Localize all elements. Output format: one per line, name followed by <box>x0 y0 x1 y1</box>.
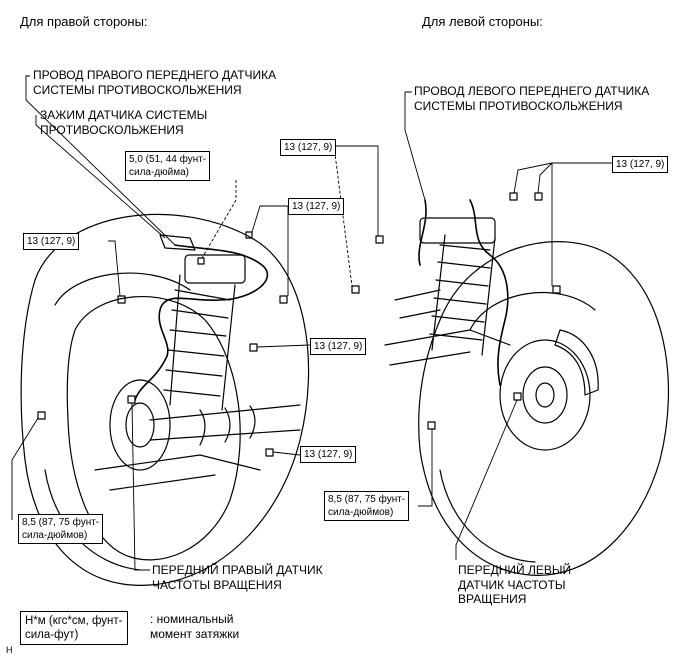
left-bolts <box>351 192 561 430</box>
right-tire-inner <box>66 296 241 561</box>
right-strut-spring <box>163 289 231 397</box>
right-drive-shaft <box>149 404 301 441</box>
left-wire-label: ПРОВОД ЛЕВОГО ПЕРЕДНЕГО ДАТЧИКА СИСТЕМЫ … <box>414 84 650 113</box>
right-sensor-clamp <box>159 234 196 251</box>
torque-right-upper-bolt: 13 (127, 9) <box>288 198 345 215</box>
left-sensor-label: ПЕРЕДНИЙ ЛЕВЫЙ ДАТЧИК ЧАСТОТЫ ВРАЩЕНИЯ <box>458 563 572 606</box>
torque-right-left-bolt: 13 (127, 9) <box>23 233 80 250</box>
left-side-header: Для левой стороны: <box>422 14 543 29</box>
torque-right-sensor-bolt: 8,5 (87, 75 фунт- сила-дюймов) <box>18 514 104 544</box>
figure-code: H <box>6 645 13 655</box>
left-tire-outer <box>418 241 669 576</box>
torque-left-sensor-bolt: 8,5 (87, 75 фунт- сила-дюймов) <box>324 491 410 521</box>
left-wheel-assembly <box>351 192 669 576</box>
left-sensor-wire <box>418 199 509 386</box>
legend-unit-box: Н*м (кгс*см, фунт- сила-фут) <box>20 611 128 645</box>
right-wheel-assembly <box>20 213 310 586</box>
right-sensor-label: ПЕРЕДНИЙ ПРАВЫЙ ДАТЧИК ЧАСТОТЫ ВРАЩЕНИЯ <box>152 563 323 592</box>
right-bolts <box>37 231 288 457</box>
torque-left-upper-right-bolt: 13 (127, 9) <box>612 156 669 173</box>
right-tire-outer <box>20 213 310 586</box>
torque-right-clamp-bolt: 5,0 (51, 44 фунт- сила-дюйма) <box>125 151 211 181</box>
leader-lines <box>11 75 612 571</box>
left-brake-caliper <box>554 329 599 396</box>
legend-description: : номинальный момент затяжки <box>150 612 240 641</box>
torque-left-upper-left-bolt: 13 (127, 9) <box>280 139 337 156</box>
right-clamp-label: ЗАЖИМ ДАТЧИКА СИСТЕМЫ ПРОТИВОСКОЛЬЖЕНИЯ <box>40 108 208 137</box>
right-wire-label: ПРОВОД ПРАВОГО ПЕРЕДНЕГО ДАТЧИКА СИСТЕМЫ… <box>33 68 277 97</box>
right-wheel-hub <box>109 379 171 471</box>
right-sensor-wire <box>134 244 269 401</box>
torque-right-lower-bolt: 13 (127, 9) <box>300 446 357 463</box>
left-brake-disc <box>499 339 591 451</box>
left-strut-spring <box>429 244 491 341</box>
right-side-header: Для правой стороны: <box>20 14 148 29</box>
torque-right-middle-bolt: 13 (127, 9) <box>310 338 367 355</box>
